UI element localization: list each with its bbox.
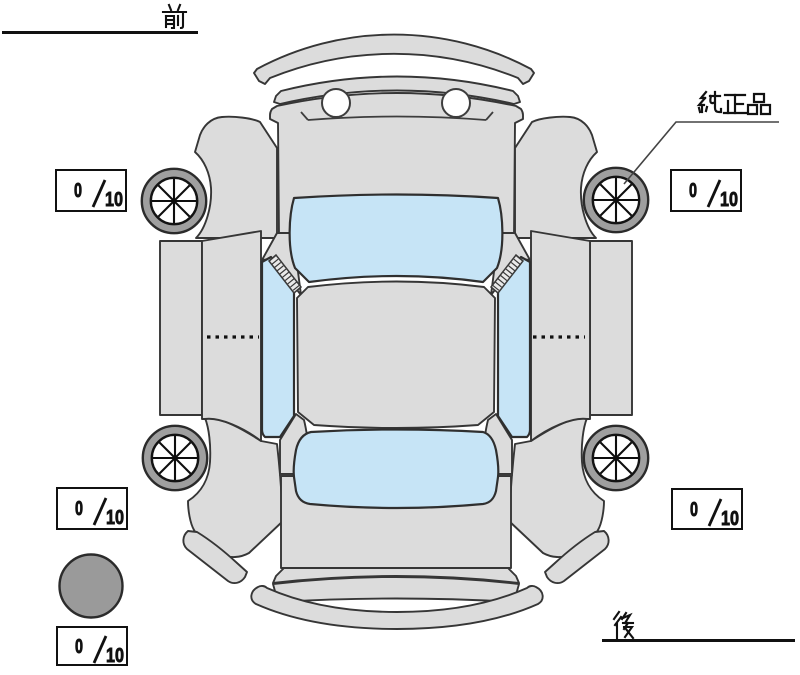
svg-text:10: 10 bbox=[720, 188, 738, 211]
svg-text:0: 0 bbox=[75, 497, 83, 520]
svg-text:0: 0 bbox=[689, 179, 697, 202]
svg-text:0: 0 bbox=[690, 498, 698, 521]
svg-text:10: 10 bbox=[106, 506, 124, 529]
svg-text:0: 0 bbox=[74, 179, 82, 202]
svg-text:10: 10 bbox=[106, 644, 124, 667]
svg-text:0: 0 bbox=[75, 635, 83, 658]
svg-text:10: 10 bbox=[721, 507, 739, 530]
svg-text:10: 10 bbox=[105, 188, 123, 211]
